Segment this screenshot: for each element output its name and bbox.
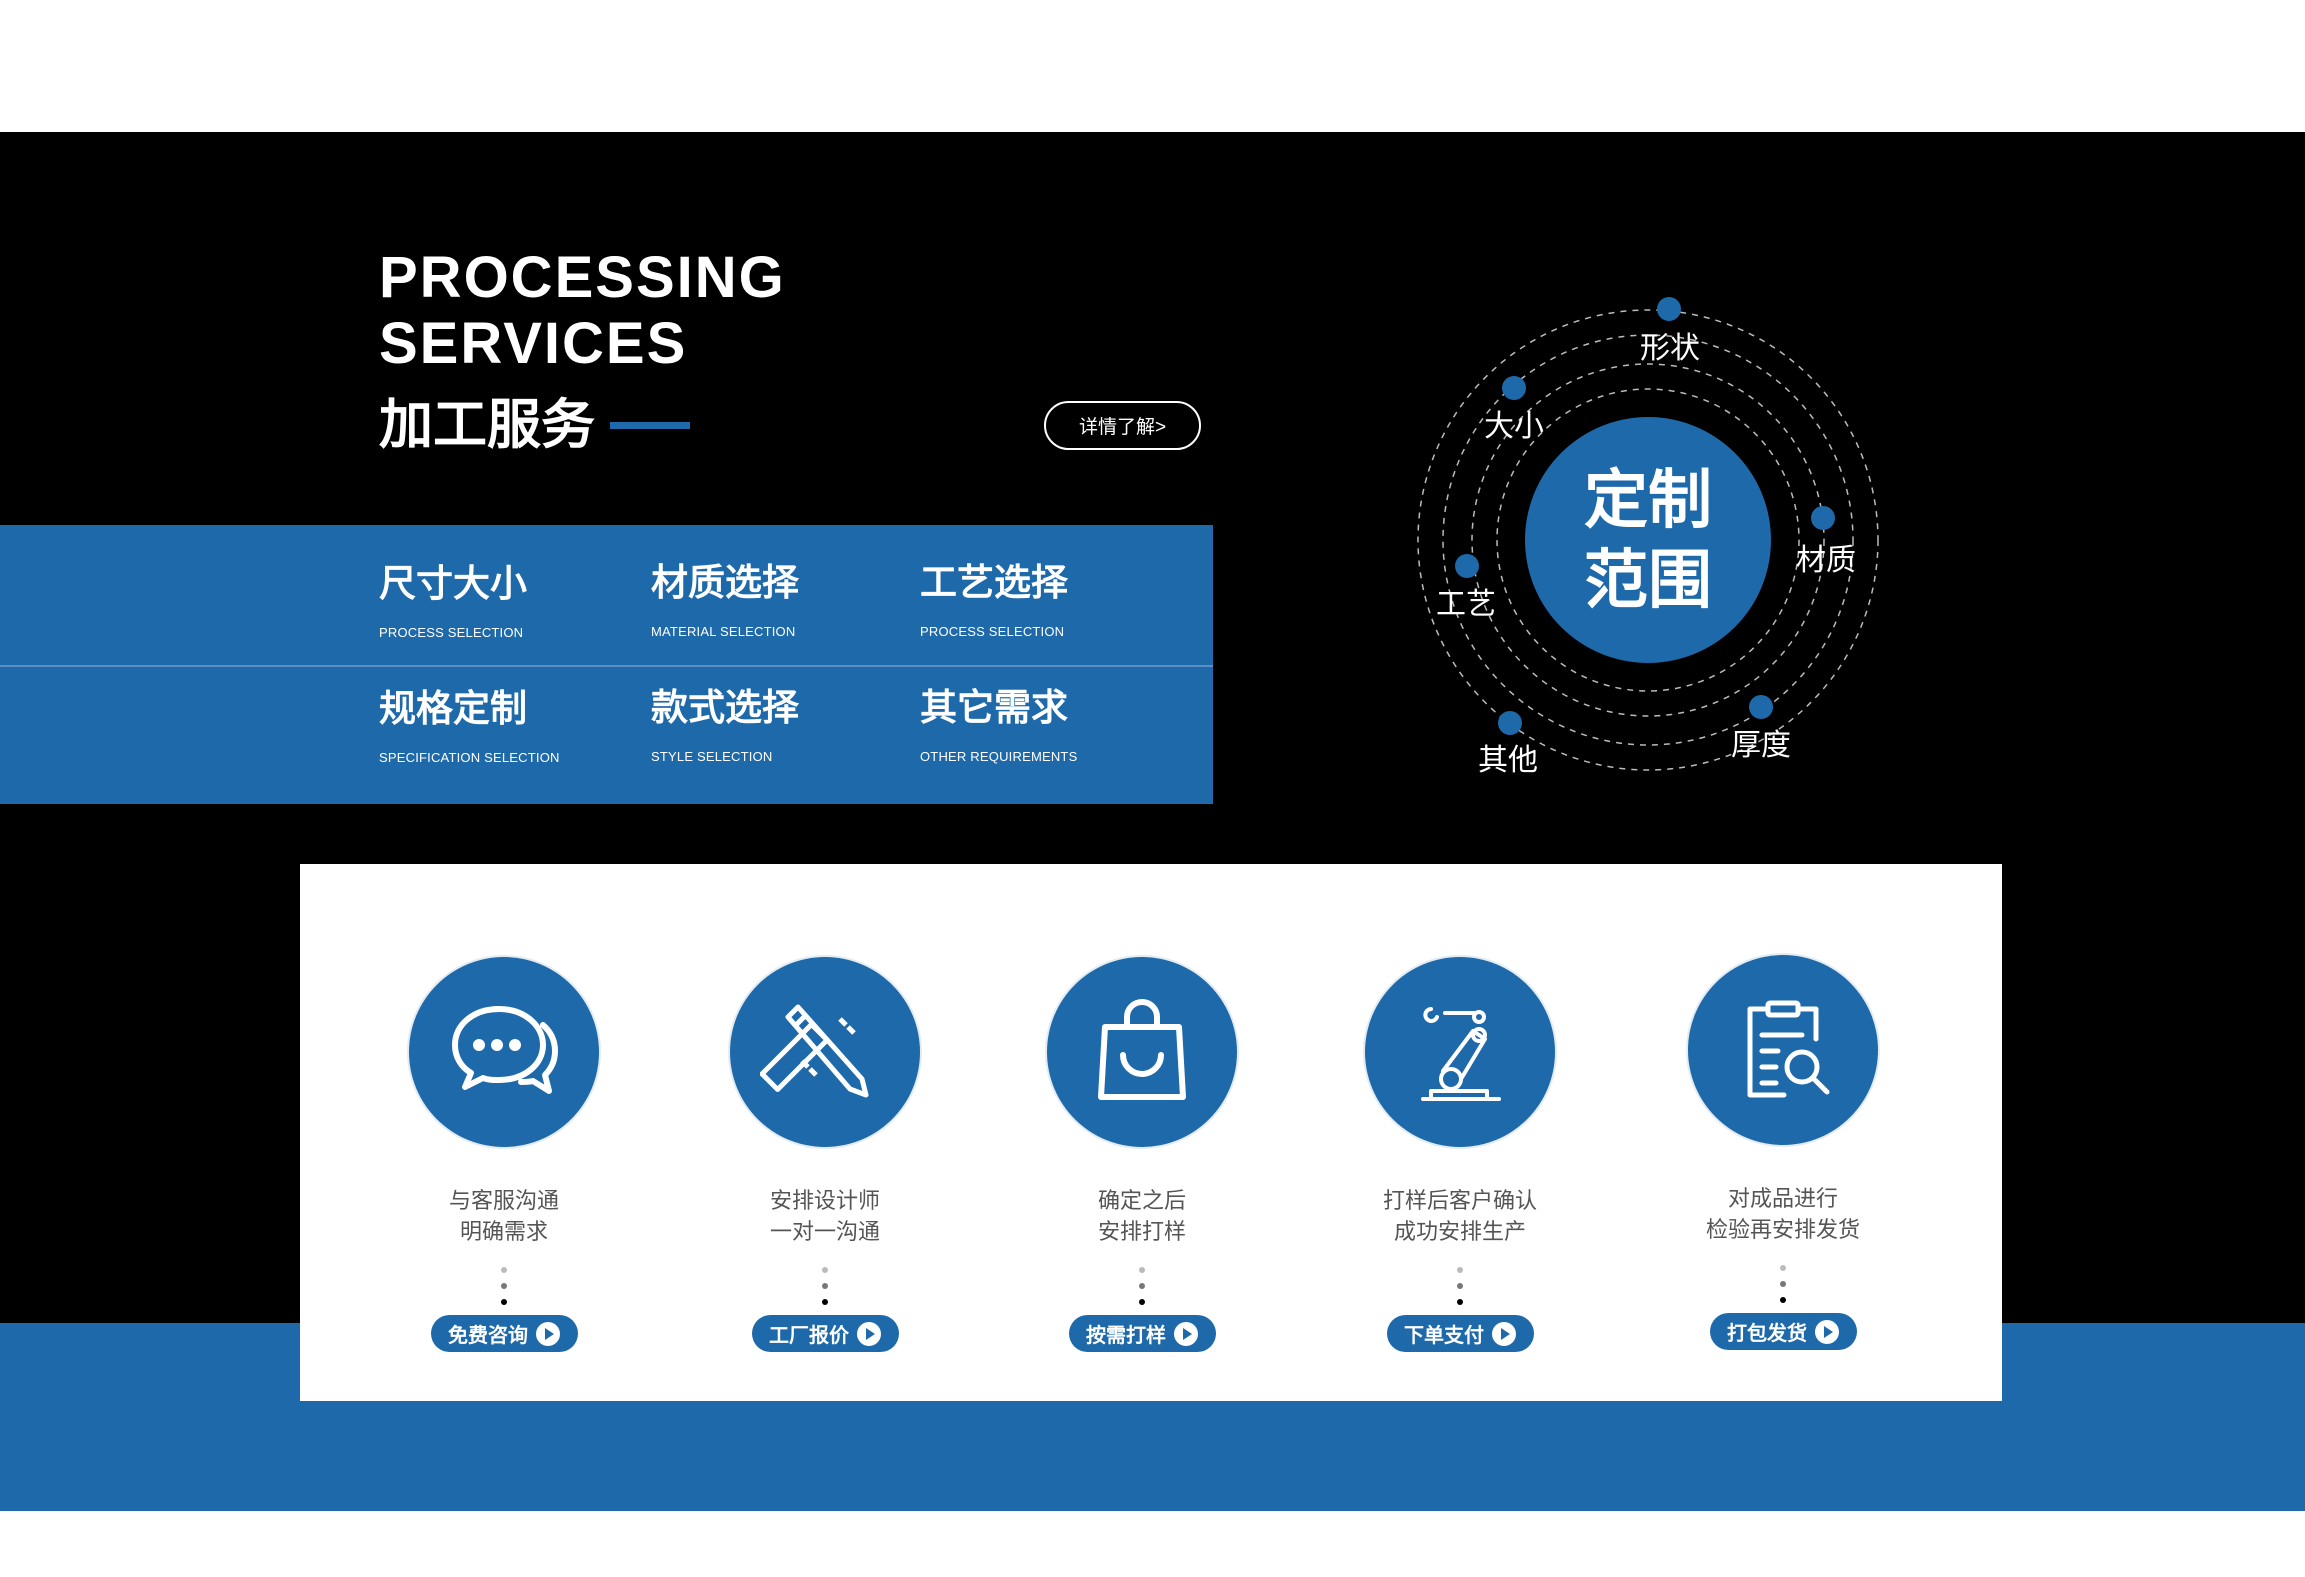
panel-divider — [0, 665, 1213, 667]
service-style[interactable]: 款式选择 STYLE SELECTION — [651, 687, 799, 764]
services-panel: 尺寸大小 PROCESS SELECTION 材质选择 MATERIAL SELEC… — [0, 525, 1213, 804]
step-desc-line1: 安排设计师 — [769, 1188, 880, 1213]
title-accent-line — [610, 422, 690, 429]
chat-bubbles-icon — [409, 957, 599, 1147]
orbit-dot — [1749, 695, 1773, 719]
orbit-dot — [1657, 297, 1681, 321]
center-label-line2: 范围 — [1584, 544, 1712, 616]
play-icon — [857, 1321, 881, 1346]
orbit-dot — [1498, 711, 1522, 735]
pack-ship-button[interactable]: 打包发货 — [1709, 1313, 1857, 1350]
title-cn: 加工服务 — [379, 395, 595, 455]
step-shipping: 对成品进行检验再安排发货 打包发货 — [1633, 955, 1933, 1350]
ruler-pencil-icon — [730, 957, 920, 1147]
dots-connector — [1457, 1267, 1463, 1305]
scope-thickness: 厚度 — [1731, 729, 1791, 762]
step-design: 安排设计师一对一沟通 工厂报价 — [675, 957, 975, 1352]
step-consult: 与客服沟通明确需求 免费咨询 — [354, 957, 654, 1352]
scope-shape: 形状 — [1640, 332, 1700, 365]
service-subtitle: STYLE SELECTION — [651, 749, 773, 764]
step-desc-line1: 与客服沟通 — [448, 1188, 559, 1213]
step-desc-line1: 对成品进行 — [1727, 1186, 1838, 1211]
dots-connector — [1780, 1265, 1786, 1303]
sample-on-demand-button[interactable]: 按需打样 — [1068, 1315, 1216, 1352]
step-sample: 确定之后安排打样 按需打样 — [992, 957, 1292, 1352]
button-label: 免费咨询 — [448, 1325, 528, 1347]
step-production: 打样后客户确认成功安排生产 下单支付 — [1310, 957, 1610, 1352]
service-size[interactable]: 尺寸大小 PROCESS SELECTION — [379, 563, 527, 640]
shopping-bag-icon — [1047, 957, 1237, 1147]
play-icon — [1174, 1321, 1198, 1346]
orbit-ring — [1442, 334, 1854, 746]
service-title: 款式选择 — [651, 687, 799, 728]
dots-connector — [501, 1267, 507, 1305]
step-desc-line2: 安排打样 — [1097, 1219, 1186, 1244]
service-subtitle: PROCESS SELECTION — [379, 625, 524, 640]
more-details-button[interactable]: 详情了解> — [1044, 401, 1201, 450]
service-title: 工艺选择 — [920, 562, 1068, 603]
factory-quote-button[interactable]: 工厂报价 — [751, 1315, 899, 1352]
dots-connector — [822, 1267, 828, 1305]
scope-other: 其他 — [1478, 744, 1538, 777]
step-desc-line2: 检验再安排发货 — [1705, 1217, 1860, 1242]
step-desc-line1: 确定之后 — [1097, 1188, 1186, 1213]
center-circle — [1525, 417, 1771, 663]
step-desc-line2: 明确需求 — [459, 1219, 548, 1244]
service-subtitle: PROCESS SELECTION — [920, 624, 1065, 639]
orbit-ring — [1417, 309, 1879, 771]
service-subtitle: SPECIFICATION SELECTION — [379, 750, 560, 765]
center-label-line1: 定制 — [1584, 464, 1712, 536]
button-label: 工厂报价 — [769, 1325, 849, 1347]
step-desc-line2: 一对一沟通 — [769, 1219, 880, 1244]
service-subtitle: MATERIAL SELECTION — [651, 624, 796, 639]
step-desc-line2: 成功安排生产 — [1393, 1219, 1526, 1244]
service-title: 其它需求 — [920, 687, 1068, 728]
center-label: 定制 范围 — [1584, 460, 1712, 620]
play-icon — [536, 1321, 560, 1346]
service-process[interactable]: 工艺选择 PROCESS SELECTION — [920, 562, 1068, 639]
service-specification[interactable]: 规格定制 SPECIFICATION SELECTION — [379, 688, 560, 765]
robot-arm-icon — [1365, 957, 1555, 1147]
scope-diagram — [1417, 297, 1879, 771]
free-consult-button[interactable]: 免费咨询 — [430, 1315, 578, 1352]
step-desc-line1: 打样后客户确认 — [1382, 1188, 1537, 1213]
scope-craft: 工艺 — [1436, 588, 1496, 621]
orbit-dot — [1455, 554, 1479, 578]
play-icon — [1492, 1321, 1516, 1346]
service-title: 材质选择 — [651, 562, 799, 603]
service-title: 尺寸大小 — [379, 563, 527, 604]
service-title: 规格定制 — [379, 688, 527, 729]
service-other[interactable]: 其它需求 OTHER REQUIREMENTS — [920, 687, 1077, 764]
service-material[interactable]: 材质选择 MATERIAL SELECTION — [651, 562, 799, 639]
button-label: 打包发货 — [1727, 1323, 1807, 1345]
button-label: 下单支付 — [1404, 1325, 1484, 1347]
service-subtitle: OTHER REQUIREMENTS — [920, 749, 1078, 764]
button-label: 按需打样 — [1086, 1325, 1166, 1347]
orbit-dot — [1811, 506, 1835, 530]
orbit-ring — [1496, 388, 1800, 692]
orbit-dot — [1502, 376, 1526, 400]
scope-material: 材质 — [1796, 544, 1856, 577]
title-en-line1: PROCESSING — [379, 245, 786, 310]
title-en-line2: SERVICES — [379, 311, 688, 376]
dots-connector — [1139, 1267, 1145, 1305]
orbit-ring — [1471, 363, 1825, 717]
play-icon — [1815, 1319, 1839, 1344]
clipboard-search-icon — [1688, 955, 1878, 1145]
scope-size: 大小 — [1484, 410, 1544, 443]
order-payment-button[interactable]: 下单支付 — [1386, 1315, 1534, 1352]
